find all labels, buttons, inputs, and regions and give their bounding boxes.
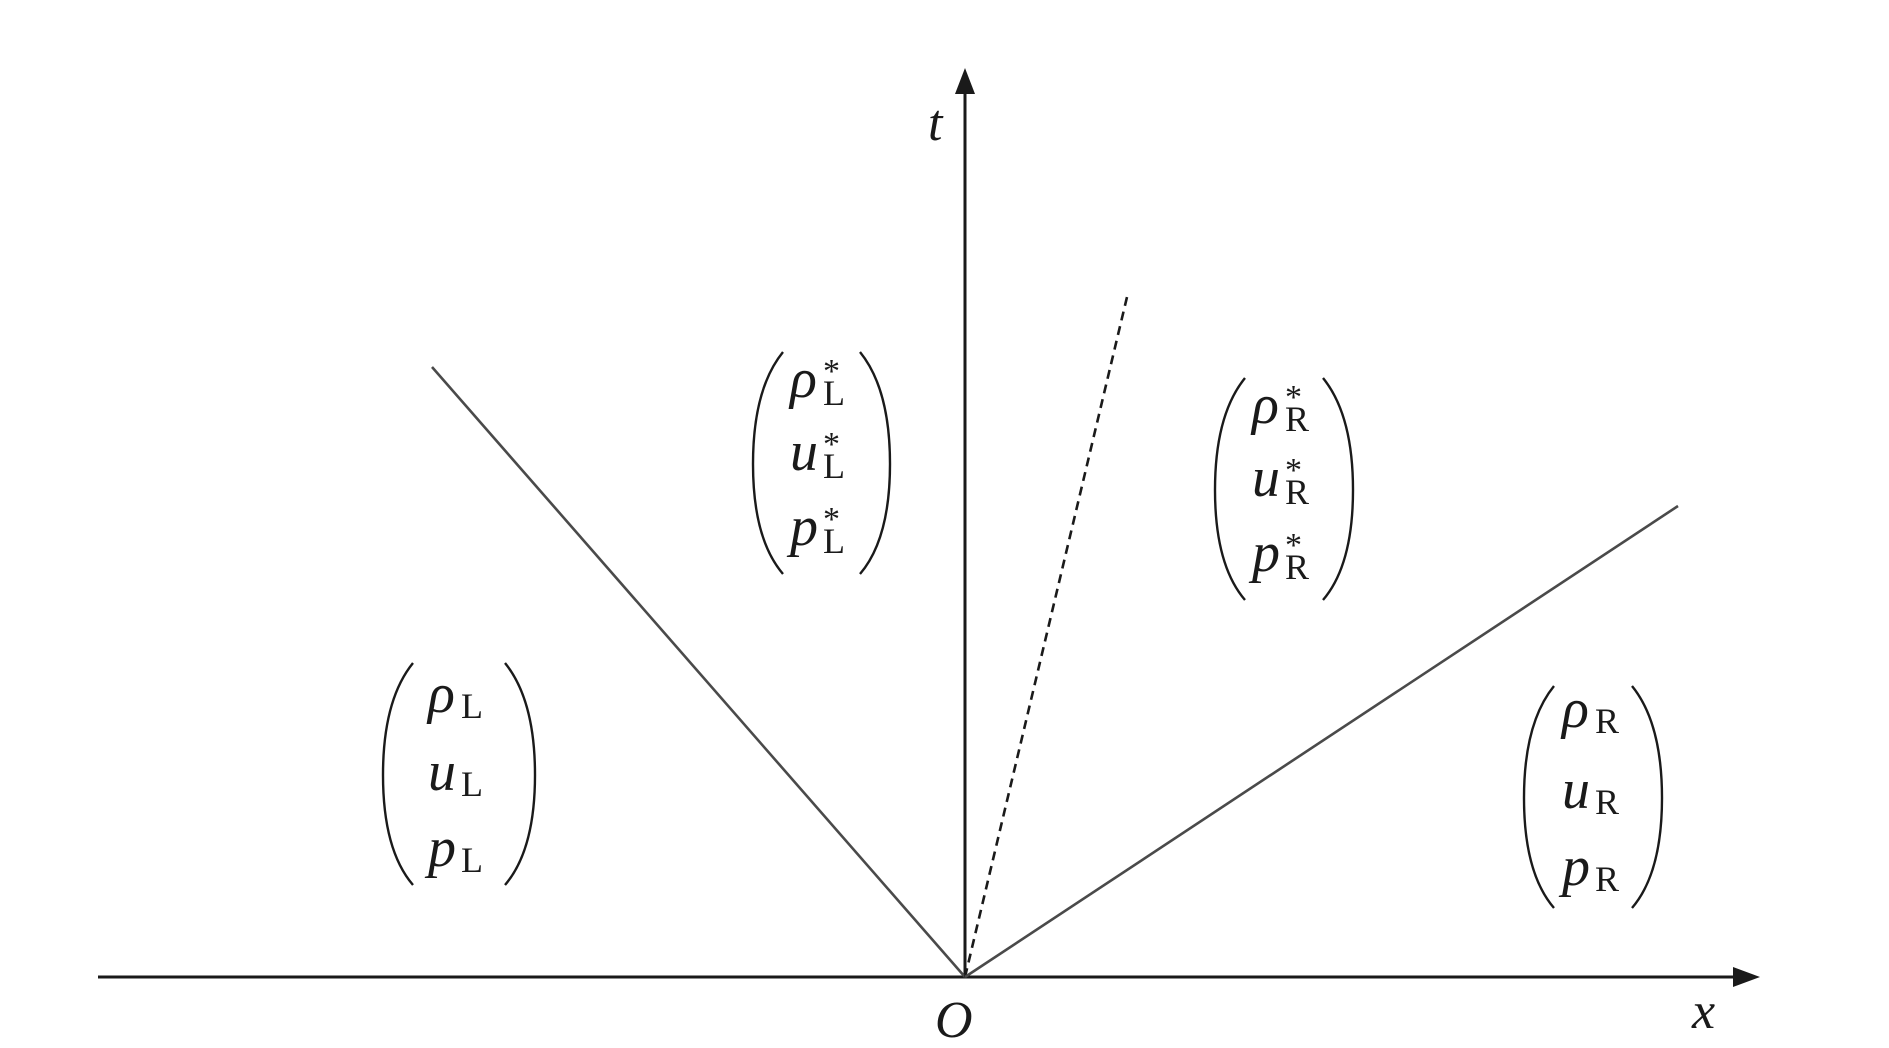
state-right-p-sub: R: [1595, 859, 1619, 899]
state-vector-right-star: ρ * R u * R p * R: [1213, 374, 1355, 601]
left-paren: [381, 662, 414, 886]
state-left-rho-sub: L: [461, 686, 483, 726]
left-paren: [1522, 685, 1555, 909]
state-right-star-p-sup: *: [1285, 527, 1302, 564]
right-paren: [859, 351, 892, 575]
state-right-star-rho: ρ: [1250, 374, 1279, 436]
state-left-u-sub: L: [461, 764, 483, 804]
state-right-star-p: p: [1248, 522, 1280, 584]
state-vector-right: ρ R u R p R: [1522, 678, 1664, 909]
x-axis-arrow-icon: [1733, 967, 1760, 987]
state-right-star-u-sub: R: [1285, 472, 1309, 512]
left-paren: [751, 351, 784, 575]
left-paren: [1213, 377, 1246, 601]
state-left-star-p-sup: *: [823, 501, 840, 538]
state-right-rho-sub: R: [1595, 701, 1619, 741]
state-right-star-u-sup: *: [1285, 452, 1302, 489]
state-left-p-sub: L: [461, 840, 483, 880]
state-vector-left-star: ρ * L u * L p * L: [751, 348, 892, 575]
state-left-star-rho: ρ: [788, 348, 817, 410]
state-left-rho: ρ: [426, 663, 455, 725]
state-left-p: p: [424, 817, 456, 879]
state-right-star-rho-sub: R: [1285, 399, 1309, 439]
state-right-u-sub: R: [1595, 782, 1619, 822]
left-wave-line: [431, 366, 966, 978]
state-left-star-p-sub: L: [823, 521, 845, 561]
state-left-star-p: p: [786, 496, 818, 558]
state-right-p: p: [1558, 836, 1590, 898]
state-right-rho: ρ: [1560, 678, 1589, 740]
origin-label: O: [935, 992, 973, 1048]
right-paren: [1322, 377, 1355, 601]
x-axis-label: x: [1691, 983, 1715, 1040]
state-right-star-u: u: [1252, 447, 1280, 509]
right-wave-line: [964, 504, 1679, 979]
state-left-star-rho-sup: *: [823, 353, 840, 390]
state-left-u: u: [428, 741, 456, 803]
state-left-star-u-sub: L: [823, 446, 845, 486]
state-vector-left: ρ L u L p L: [381, 662, 537, 886]
state-right-u: u: [1562, 759, 1590, 821]
t-axis-arrow-icon: [955, 68, 975, 94]
state-left-star-u-sup: *: [823, 426, 840, 463]
state-left-star-u: u: [790, 421, 818, 483]
right-paren: [504, 662, 537, 886]
state-right-star-p-sub: R: [1285, 547, 1309, 587]
t-axis-label: t: [928, 95, 944, 152]
state-right-star-rho-sup: *: [1285, 379, 1302, 416]
state-left-star-rho-sub: L: [823, 373, 845, 413]
right-paren: [1631, 685, 1664, 909]
contact-discontinuity-line: [963, 296, 1129, 978]
